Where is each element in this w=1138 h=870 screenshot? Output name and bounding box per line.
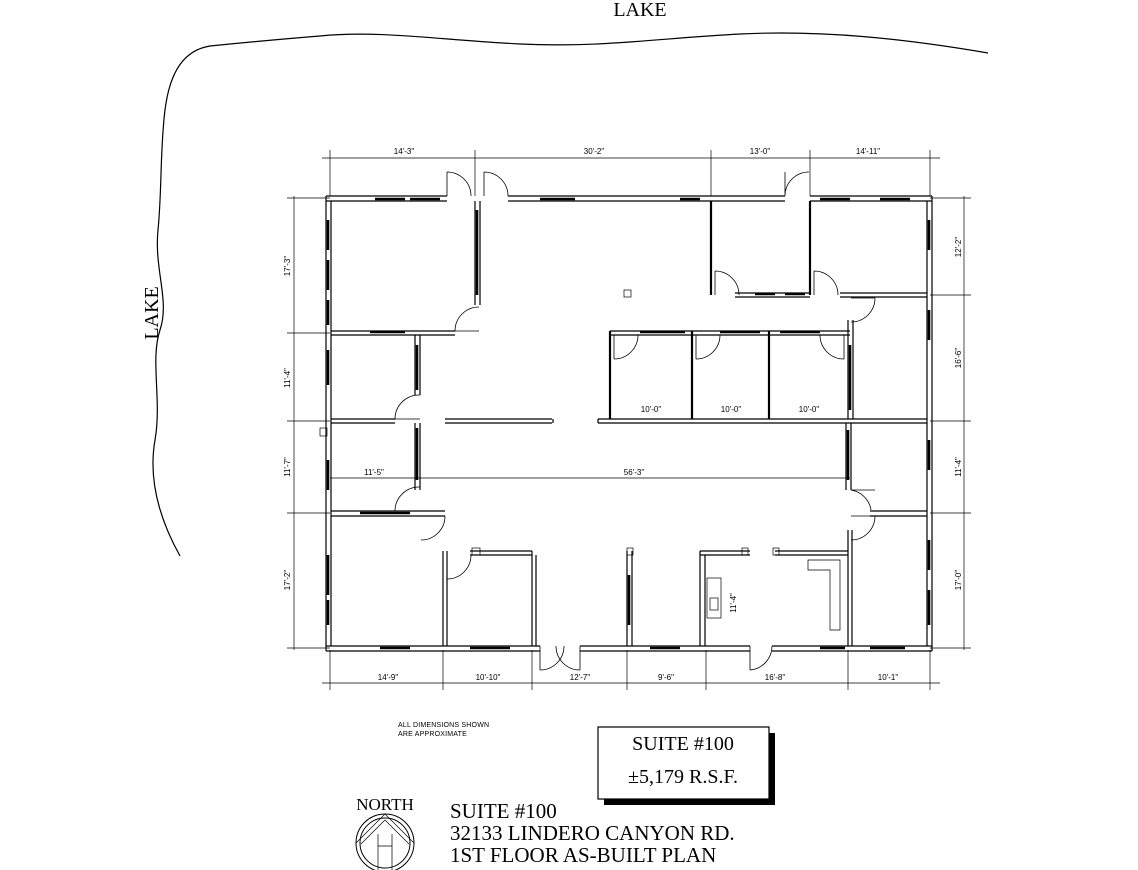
north-arrow-icon	[355, 813, 415, 870]
approx-note-line1: ALL DIMENSIONS SHOWN	[398, 722, 489, 729]
counters	[319, 289, 841, 631]
dim-top-1: 14'-3"	[394, 147, 415, 156]
dimension-labels: 14'-3" 30'-2" 13'-0" 14'-11" 14'-9" 10'-…	[283, 147, 963, 682]
dim-bottom-4: 9'-6"	[658, 673, 674, 682]
dim-office-2: 10'-0"	[721, 405, 742, 414]
title-suite: SUITE #100	[450, 799, 557, 823]
approx-note-line2: ARE APPROXIMATE	[398, 731, 467, 738]
suite-area-box: SUITE #100 ±5,179 R.S.F.	[597, 726, 775, 805]
dim-office-3: 10'-0"	[799, 405, 820, 414]
dim-left-1: 17'-3"	[283, 256, 292, 277]
dim-left-4: 17'-2"	[283, 570, 292, 591]
dim-left-3: 11'-7"	[283, 457, 292, 477]
dim-left-2: 11'-4"	[283, 368, 292, 388]
suite-box-area: ±5,179 R.S.F.	[628, 766, 738, 788]
dim-corridor-long: 56'-3"	[624, 468, 645, 477]
dim-right-3: 11'-4"	[954, 457, 963, 477]
dim-office-1: 10'-0"	[641, 405, 662, 414]
dim-bottom-1: 14'-9"	[378, 673, 399, 682]
lake-shoreline	[152, 32, 989, 557]
dim-top-3: 13'-0"	[750, 147, 771, 156]
dim-right-4: 17'-0"	[954, 570, 963, 591]
dim-right-1: 12'-2"	[954, 237, 963, 258]
partitions	[360, 210, 852, 625]
dim-corridor-short: 11'-5"	[364, 468, 384, 477]
dim-bottom-6: 10'-1"	[878, 673, 899, 682]
title-address: 32133 LINDERO CANYON RD.	[450, 821, 735, 845]
doors	[394, 171, 876, 671]
lake-left-label: LAKE	[141, 286, 163, 339]
windows	[326, 197, 931, 650]
dim-bottom-5: 16'-8"	[765, 673, 786, 682]
dim-top-4: 14'-11"	[856, 147, 880, 156]
dim-top-2: 30'-2"	[584, 147, 605, 156]
dim-bottom-2: 10'-10"	[476, 673, 501, 682]
lake-top-label: LAKE	[613, 0, 666, 21]
dim-bottom-3: 12'-7"	[570, 673, 591, 682]
north-label: NORTH	[356, 795, 414, 814]
exterior-walls	[325, 195, 933, 652]
dim-right-2: 16'-6"	[954, 348, 963, 369]
title-plan-name: 1ST FLOOR AS-BUILT PLAN	[450, 843, 716, 867]
suite-box-title: SUITE #100	[632, 733, 734, 755]
dim-kitchen: 11'-4"	[729, 593, 738, 613]
